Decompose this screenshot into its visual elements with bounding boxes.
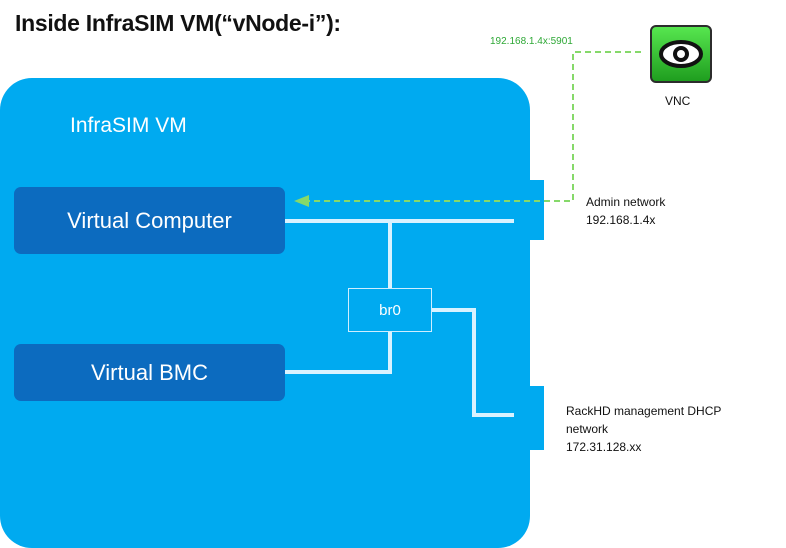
vnc-address: 192.168.1.4x:5901 — [490, 36, 573, 47]
vnc-arrow-head — [294, 195, 309, 207]
rackhd-network-name: RackHD management DHCP — [566, 404, 722, 418]
admin-network-ip: 192.168.1.4x — [586, 213, 656, 227]
bridge-rackhd-link — [432, 308, 514, 417]
rackhd-network-label: RackHD management DHCP network 172.31.12… — [566, 402, 721, 456]
admin-network-label: Admin network 192.168.1.4x — [586, 193, 665, 229]
bmc-bridge-link — [285, 332, 392, 374]
rackhd-network-ip: 172.31.128.xx — [566, 440, 642, 454]
rackhd-network-port — [526, 386, 544, 450]
bridge-br0: br0 — [348, 288, 432, 332]
admin-network-port — [526, 180, 544, 240]
virtual-bmc: Virtual BMC — [14, 344, 285, 401]
vnc-label: VNC — [665, 94, 691, 108]
page-title: Inside InfraSIM VM(“vNode-i”): — [15, 10, 341, 36]
eye-icon — [650, 25, 712, 83]
infrasim-vm-container — [0, 78, 530, 548]
admin-network-name: Admin network — [586, 195, 666, 209]
virtual-computer: Virtual Computer — [14, 187, 285, 254]
rackhd-network-name-cont: network — [566, 422, 609, 436]
vnc-dashed-link — [305, 51, 641, 202]
vm-title: InfraSIM VM — [70, 114, 187, 137]
